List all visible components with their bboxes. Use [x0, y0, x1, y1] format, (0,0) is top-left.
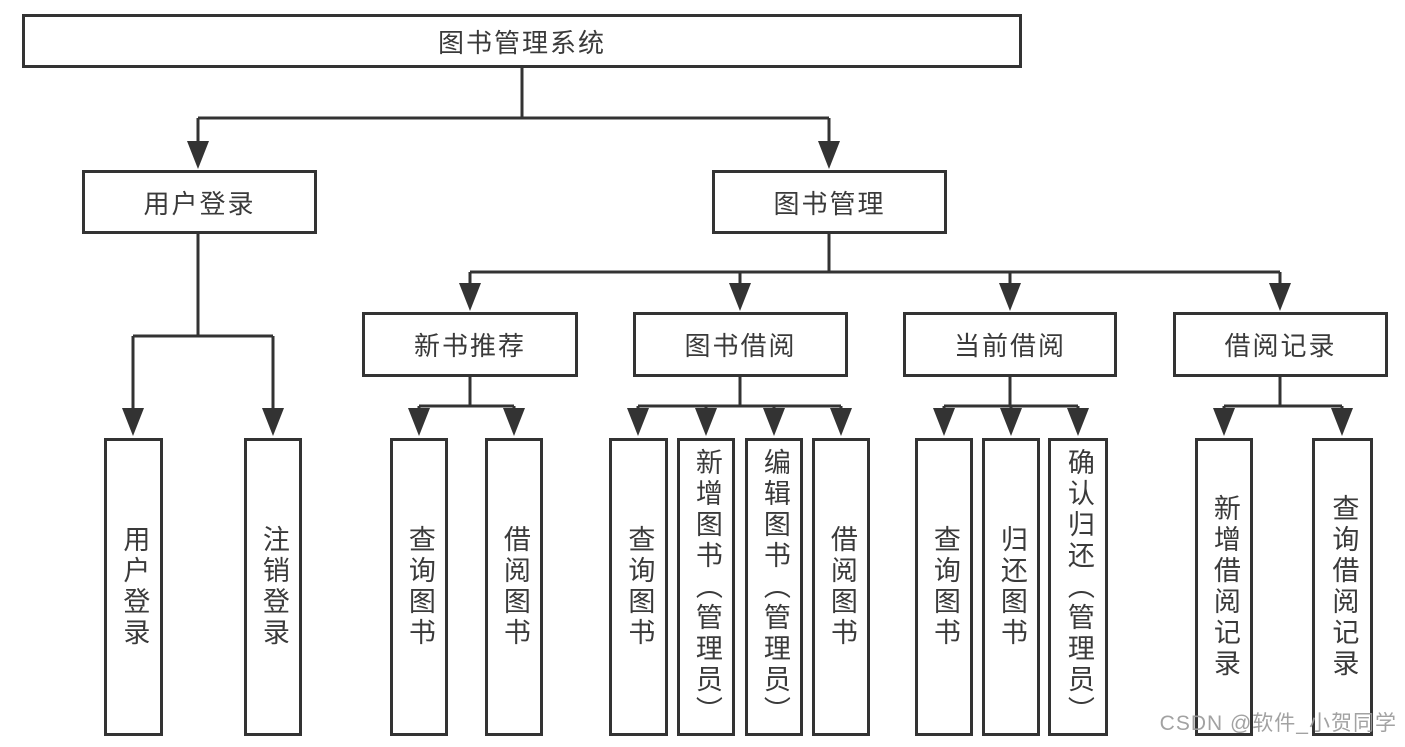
csdn-watermark: CSDN @软件_小贺同学 [1159, 712, 1397, 735]
leaf-bb-query-books: 查询图书 [609, 438, 668, 736]
leaf-nb-query-books: 查询图书 [390, 438, 448, 736]
node-user-login: 用户登录 [82, 170, 317, 234]
node-current-borrowing: 当前借阅 [903, 312, 1117, 377]
node-borrowing-records: 借阅记录 [1173, 312, 1388, 377]
leaf-br-query-record: 查询借阅记录 [1312, 438, 1373, 736]
leaf-cb-confirm-return-admin: 确认归还（管理员） [1048, 438, 1108, 736]
leaf-cb-query-books: 查询图书 [915, 438, 973, 736]
node-book-borrowing: 图书借阅 [633, 312, 848, 377]
node-book-management: 图书管理 [712, 170, 947, 234]
leaf-br-add-record: 新增借阅记录 [1195, 438, 1253, 736]
leaf-logout: 注销登录 [244, 438, 302, 736]
leaf-bb-add-books-admin: 新增图书（管理员） [677, 438, 735, 736]
leaf-bb-edit-books-admin: 编辑图书（管理员） [745, 438, 803, 736]
node-new-book-recommend: 新书推荐 [362, 312, 578, 377]
leaf-bb-borrow-books: 借阅图书 [812, 438, 870, 736]
node-system-root: 图书管理系统 [22, 14, 1022, 68]
leaf-user-login: 用户登录 [104, 438, 163, 736]
leaf-nb-borrow-books: 借阅图书 [485, 438, 543, 736]
leaf-cb-return-books: 归还图书 [982, 438, 1040, 736]
